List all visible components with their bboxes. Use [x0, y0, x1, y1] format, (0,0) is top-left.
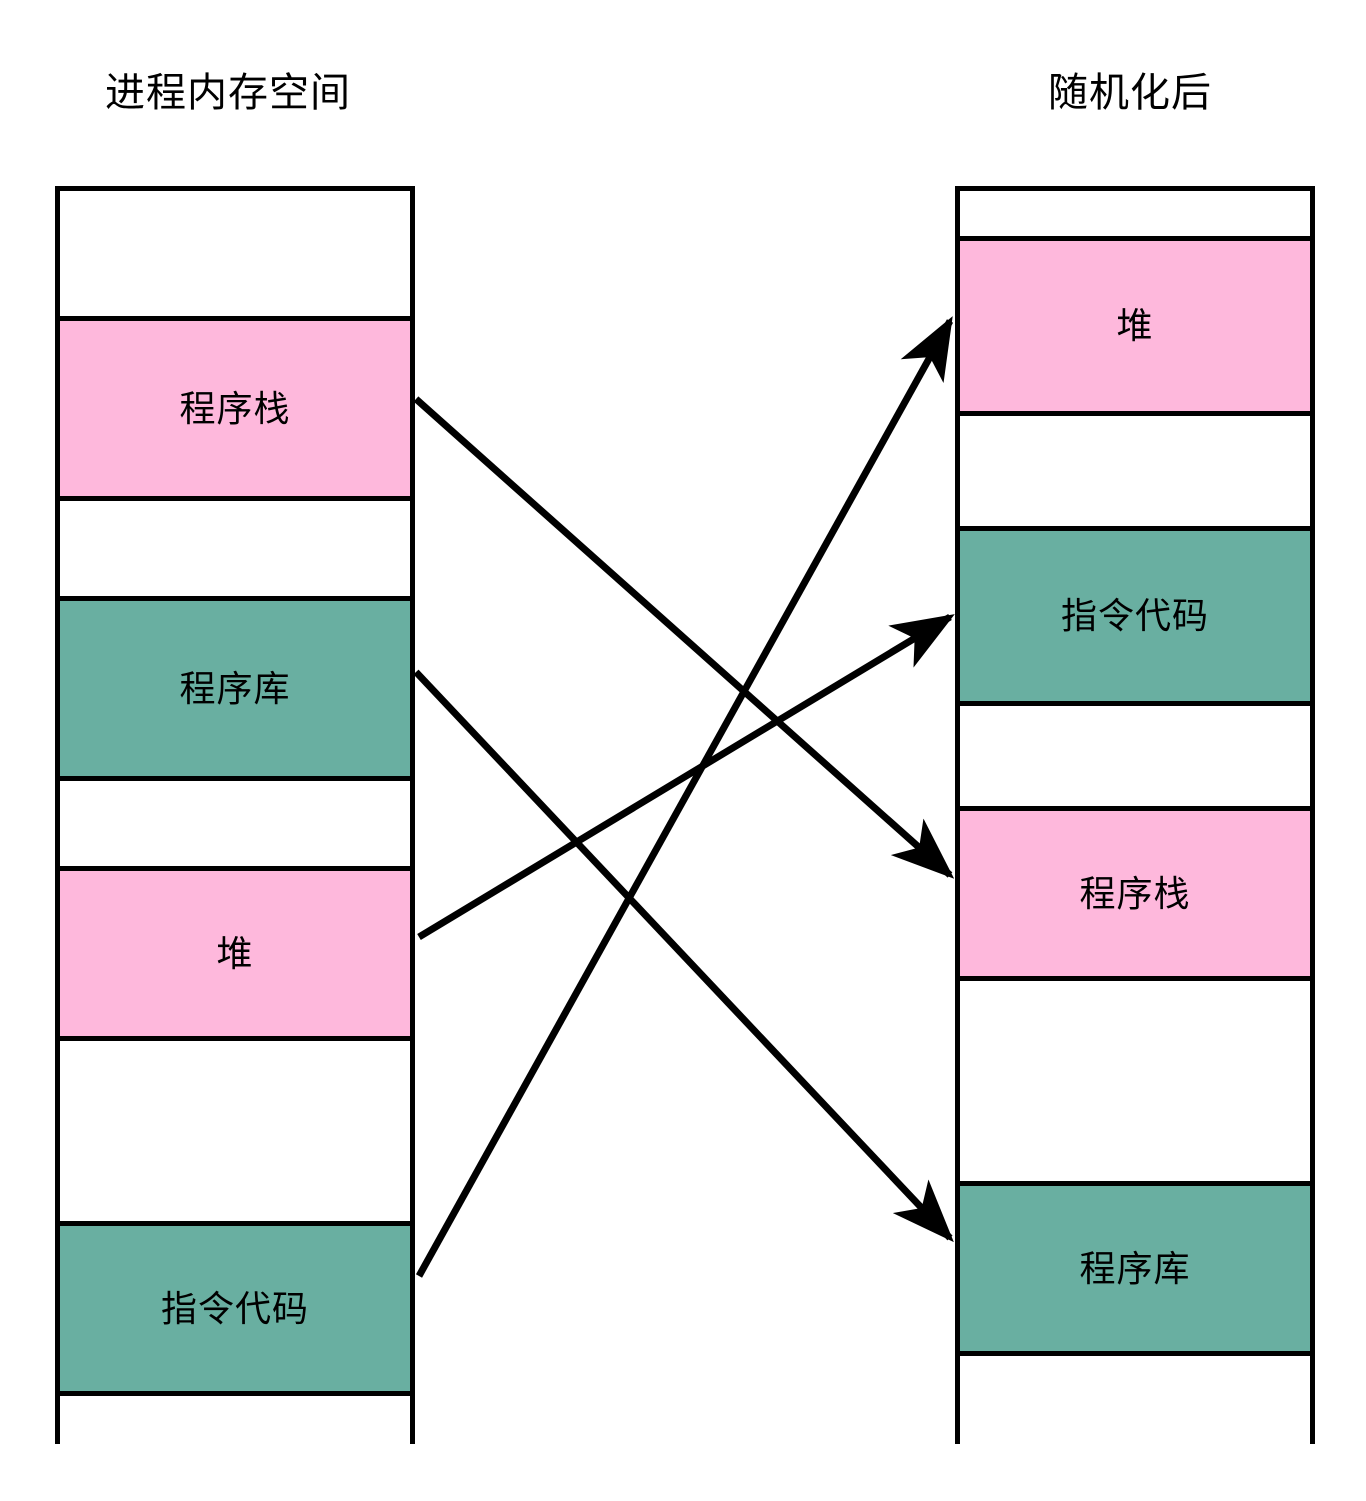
segment-label: 指令代码: [160, 1287, 309, 1329]
right-segment-指令代码: 指令代码: [960, 526, 1310, 706]
left-segment-empty-8: [60, 1396, 410, 1496]
arrow-heap-to-code: [417, 614, 955, 940]
randomized-memory-column: 堆指令代码程序栈程序库: [955, 186, 1315, 1461]
segment-label: 堆: [1116, 305, 1154, 346]
right-segment-empty-6: [960, 981, 1310, 1181]
right-segment-程序栈: 程序栈: [960, 806, 1310, 981]
arrow-stack-to-stack: [413, 396, 955, 879]
right-column-title: 随机化后: [1048, 71, 1212, 115]
left-segment-指令代码: 指令代码: [60, 1221, 410, 1396]
right-segment-程序库: 程序库: [960, 1181, 1310, 1356]
right-segment-empty-4: [960, 706, 1310, 806]
process-memory-column: 程序栈程序库堆指令代码: [55, 186, 415, 1496]
segment-label: 程序栈: [179, 387, 291, 429]
segment-label: 程序库: [179, 667, 291, 709]
left-segment-程序库: 程序库: [60, 596, 410, 781]
segment-label: 指令代码: [1060, 595, 1209, 636]
left-column-title: 进程内存空间: [105, 71, 351, 115]
segment-label: 堆: [216, 932, 254, 974]
left-segment-empty-2: [60, 501, 410, 596]
left-segment-empty-0: [60, 191, 410, 316]
arrow-lib-to-lib: [413, 669, 954, 1243]
right-segment-empty-0: [960, 191, 1310, 236]
right-segment-empty-2: [960, 416, 1310, 526]
left-segment-empty-4: [60, 781, 410, 866]
right-segment-empty-8: [960, 1356, 1310, 1461]
left-segment-堆: 堆: [60, 866, 410, 1041]
left-segment-程序栈: 程序栈: [60, 316, 410, 501]
arrow-code-to-heap: [415, 316, 954, 1278]
right-segment-堆: 堆: [960, 236, 1310, 416]
segment-label: 程序栈: [1079, 872, 1191, 914]
left-segment-empty-6: [60, 1041, 410, 1221]
segment-label: 程序库: [1079, 1247, 1191, 1289]
